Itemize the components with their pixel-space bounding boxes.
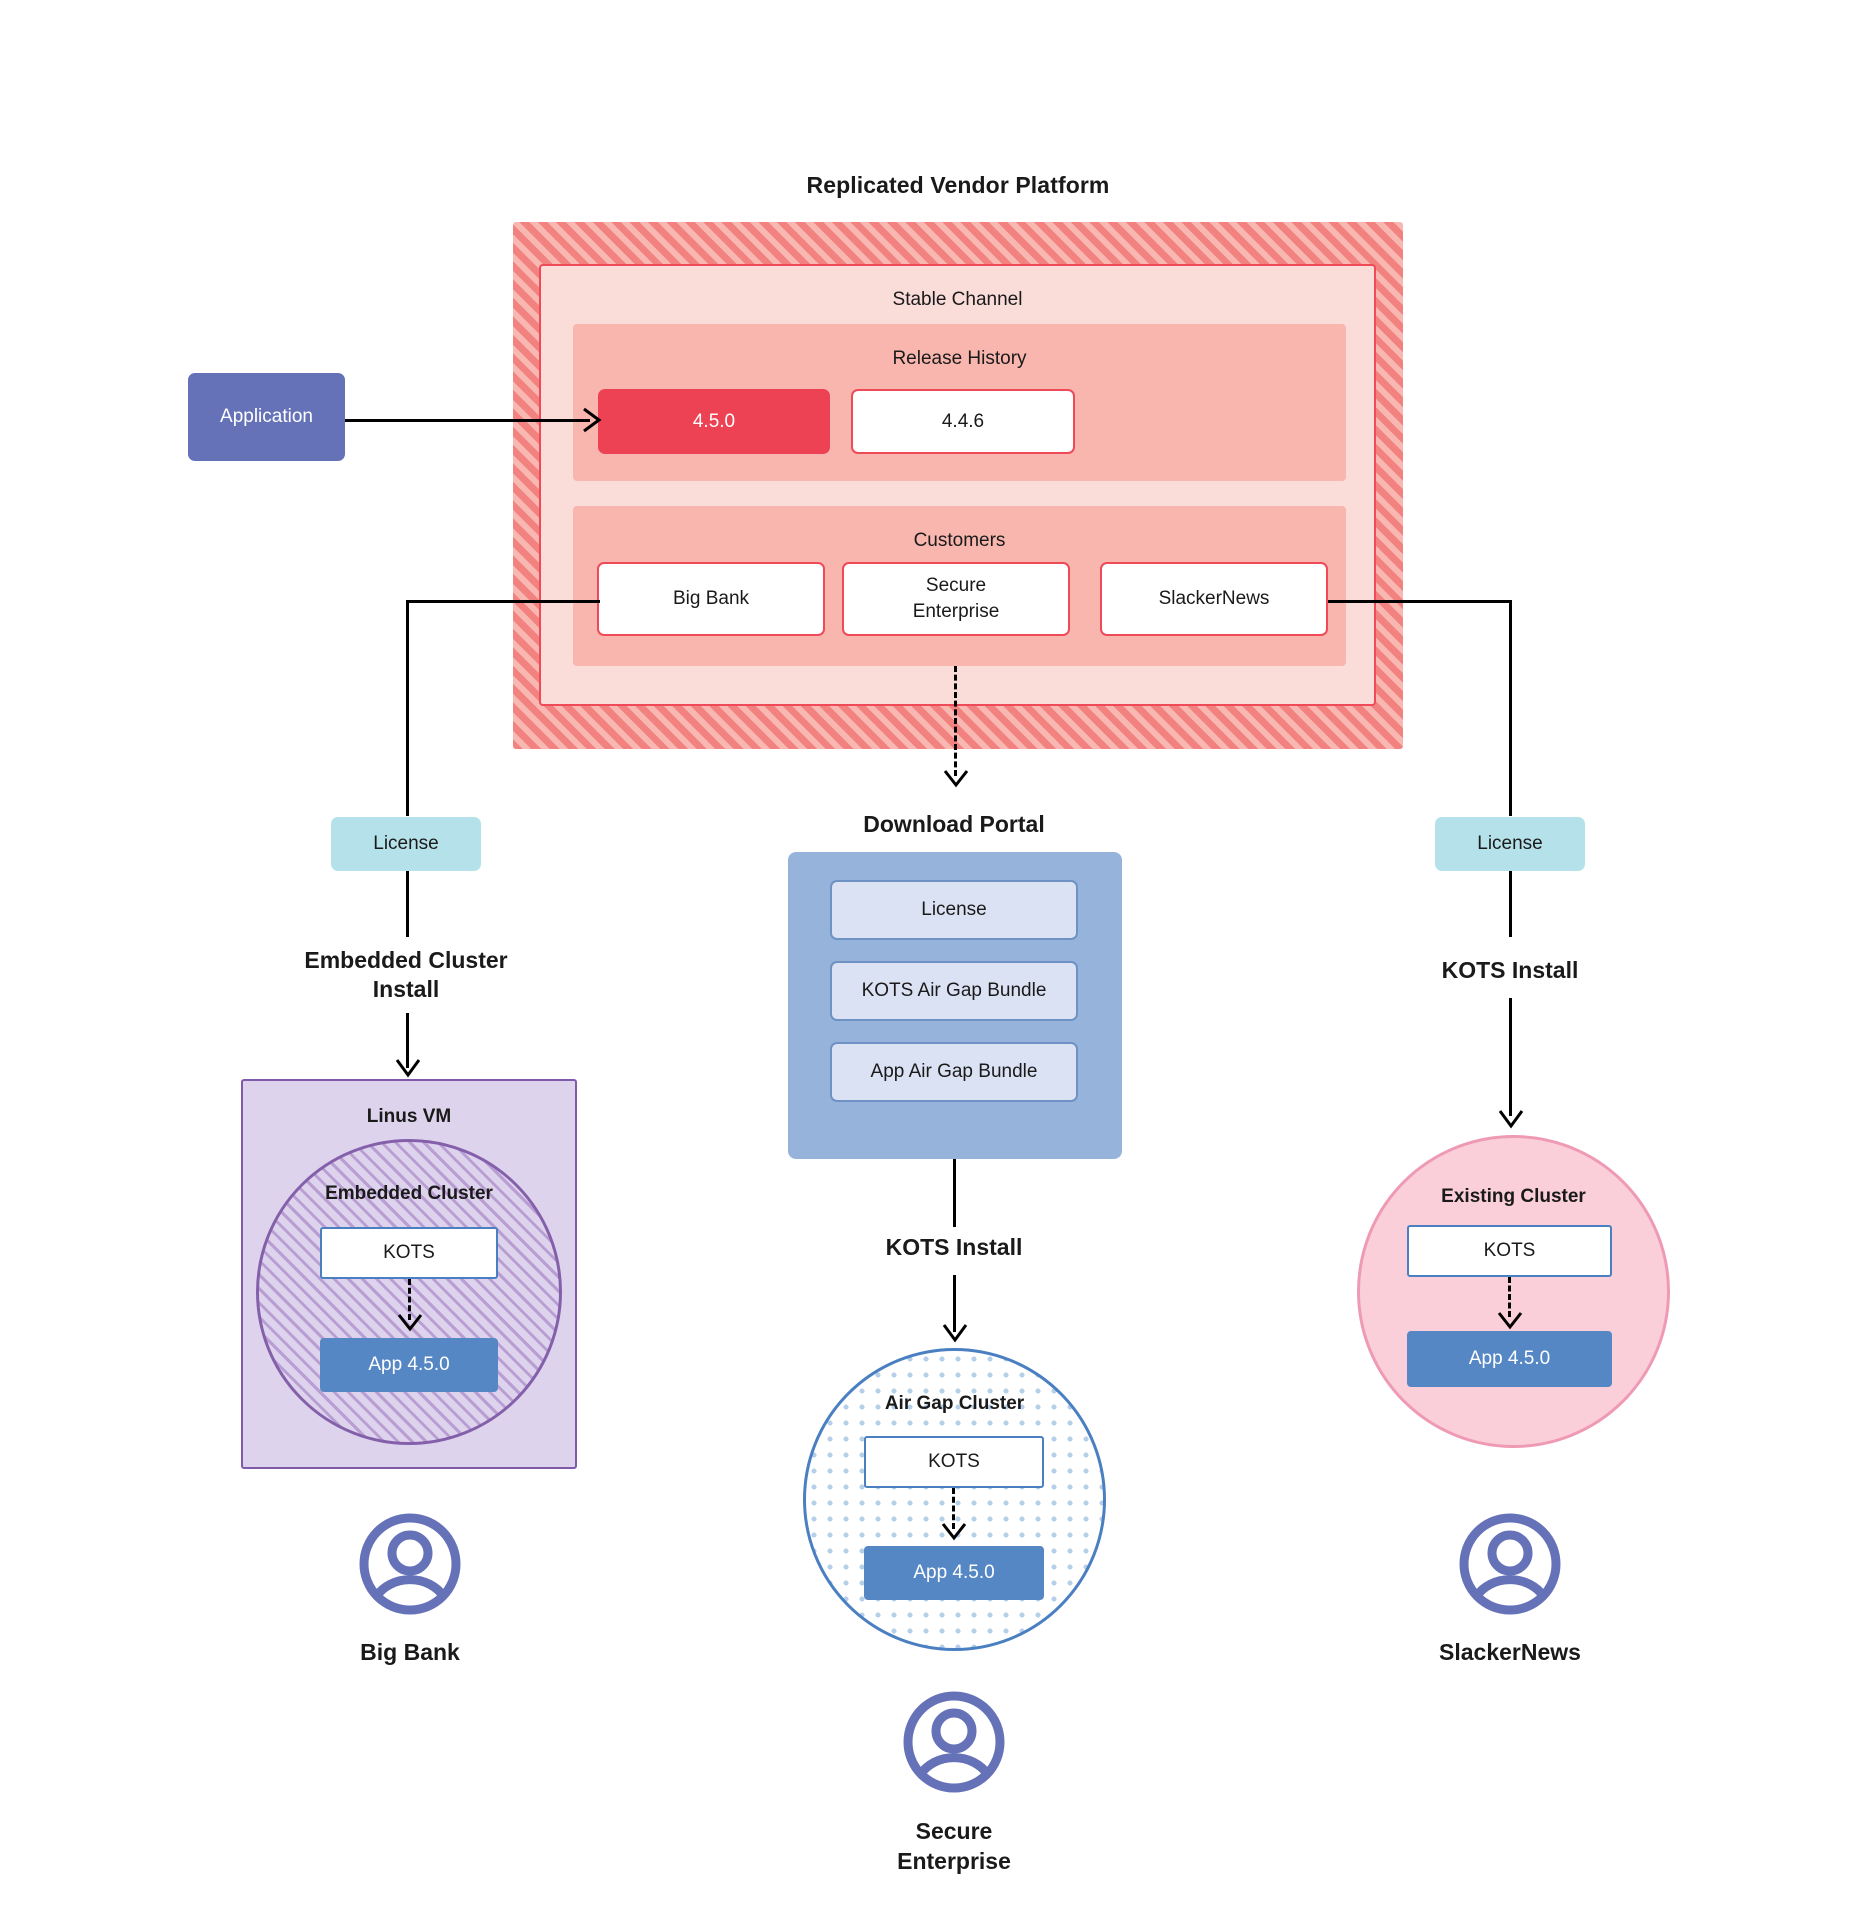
connector-slackernews-vertical-to-license bbox=[1509, 600, 1512, 816]
persona-label-slackernews: SlackerNews bbox=[1439, 1639, 1581, 1666]
edge-label-kots-install-right: KOTS Install bbox=[1441, 957, 1579, 984]
edge-label-embedded-cluster-install: Embedded Cluster Install bbox=[304, 946, 508, 1002]
kots-node-airgap[interactable]: KOTS bbox=[864, 1436, 1044, 1488]
portal-item-app-air-gap-bundle[interactable]: App Air Gap Bundle bbox=[830, 1042, 1078, 1102]
release-box-previous[interactable]: 4.4.6 bbox=[851, 389, 1075, 454]
arrowhead-to-linus-vm bbox=[395, 1059, 421, 1078]
diagram-title: Replicated Vendor Platform bbox=[806, 171, 1110, 198]
arrowhead-kots-to-app-airgap bbox=[941, 1523, 967, 1541]
release-box-current[interactable]: 4.5.0 bbox=[598, 389, 830, 454]
linus-vm-label: Linus VM bbox=[366, 1106, 452, 1127]
arrowhead-application-to-release bbox=[583, 407, 602, 433]
customer-box-slackernews[interactable]: SlackerNews bbox=[1100, 562, 1328, 636]
app-version-node-airgap[interactable]: App 4.5.0 bbox=[864, 1546, 1044, 1600]
connector-license-to-install-right bbox=[1509, 871, 1512, 937]
kots-node-embedded[interactable]: KOTS bbox=[320, 1227, 498, 1279]
connector-install-to-existing-cluster bbox=[1509, 998, 1512, 1116]
customer-box-secure-enterprise[interactable]: Secure Enterprise bbox=[842, 562, 1070, 636]
license-node-left[interactable]: License bbox=[331, 817, 481, 871]
airgap-cluster-label: Air Gap Cluster bbox=[884, 1393, 1025, 1414]
connector-kots-to-app-existing bbox=[1508, 1277, 1511, 1317]
edge-label-kots-install-center: KOTS Install bbox=[885, 1234, 1023, 1261]
connector-application-to-release bbox=[345, 419, 590, 422]
connector-license-to-install-left bbox=[406, 871, 409, 937]
connector-install-to-vm-left bbox=[406, 1013, 409, 1068]
arrowhead-to-download-portal bbox=[943, 770, 969, 788]
arrowhead-kots-to-app-embedded bbox=[397, 1314, 423, 1332]
connector-install-to-airgap-cluster bbox=[953, 1275, 956, 1332]
airgap-cluster-circle bbox=[803, 1348, 1106, 1651]
application-node[interactable]: Application bbox=[188, 373, 345, 461]
user-avatar-icon-secure-enterprise bbox=[902, 1690, 1006, 1799]
app-version-node-existing[interactable]: App 4.5.0 bbox=[1407, 1331, 1612, 1387]
download-portal-title: Download Portal bbox=[863, 811, 1045, 838]
persona-label-secure-enterprise: Secure Enterprise bbox=[897, 1818, 1011, 1874]
connector-portal-to-install bbox=[953, 1159, 956, 1227]
kots-node-existing[interactable]: KOTS bbox=[1407, 1225, 1612, 1277]
connector-kots-to-app-airgap bbox=[952, 1488, 955, 1529]
arrowhead-to-airgap-cluster bbox=[942, 1324, 968, 1343]
customer-box-big-bank[interactable]: Big Bank bbox=[597, 562, 825, 636]
portal-item-license[interactable]: License bbox=[830, 880, 1078, 940]
connector-bigbank-vertical-to-license bbox=[406, 600, 409, 816]
stable-channel-label: Stable Channel bbox=[892, 289, 1023, 310]
user-avatar-icon-big-bank bbox=[358, 1512, 462, 1621]
arrowhead-kots-to-app-existing bbox=[1497, 1312, 1523, 1330]
user-avatar-icon-slackernews bbox=[1458, 1512, 1562, 1621]
customers-label: Customers bbox=[913, 530, 1006, 551]
license-node-right[interactable]: License bbox=[1435, 817, 1585, 871]
existing-cluster-label: Existing Cluster bbox=[1441, 1186, 1586, 1207]
persona-label-big-bank: Big Bank bbox=[360, 1639, 460, 1666]
connector-slackernews-horizontal bbox=[1328, 600, 1512, 603]
connector-bigbank-horizontal bbox=[406, 600, 600, 603]
app-version-node-embedded[interactable]: App 4.5.0 bbox=[320, 1338, 498, 1392]
connector-secure-enterprise-to-portal bbox=[954, 666, 957, 776]
embedded-cluster-label: Embedded Cluster bbox=[325, 1183, 493, 1204]
portal-item-kots-air-gap-bundle[interactable]: KOTS Air Gap Bundle bbox=[830, 961, 1078, 1021]
existing-cluster-circle bbox=[1357, 1135, 1670, 1448]
connector-kots-to-app-embedded bbox=[408, 1279, 411, 1320]
arrowhead-to-existing-cluster bbox=[1498, 1110, 1524, 1129]
release-history-label: Release History bbox=[892, 348, 1027, 369]
